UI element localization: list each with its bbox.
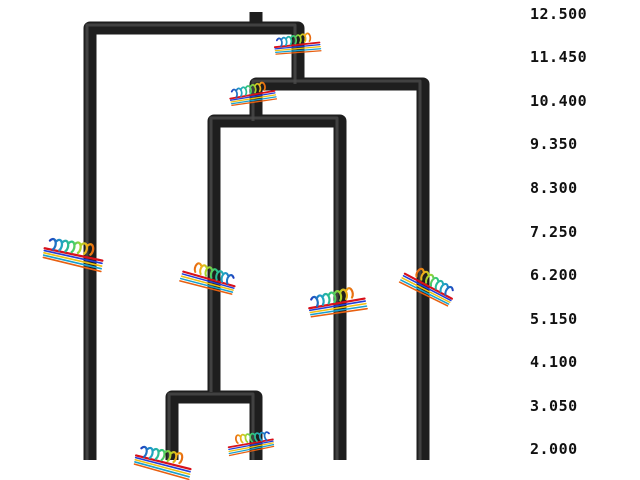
scale-tick-label: 9.350 [530, 135, 578, 153]
height-scale: 12.500 11.450 10.400 9.350 8.300 7.250 6… [530, 5, 587, 458]
fourth-clade-branch [165, 390, 263, 460]
beta-strand [401, 277, 451, 304]
scale-tick-label: 4.100 [530, 353, 578, 371]
leaf-structure-5-icon [398, 267, 454, 307]
internal-structure-b-icon [229, 81, 278, 107]
beta-strand [228, 442, 274, 453]
beta-strand [400, 279, 450, 305]
beta-strand [403, 272, 453, 300]
scale-tick-label: 5.150 [530, 310, 578, 328]
beta-strand [308, 300, 366, 312]
alpha-helix [140, 445, 184, 465]
beta-strand [274, 46, 321, 52]
beta-strand [275, 48, 322, 54]
beta-strand [42, 256, 102, 273]
leaf-structure-2-icon [133, 445, 192, 480]
alpha-helix [230, 81, 266, 98]
alpha-helix [235, 431, 270, 444]
beta-strand [179, 280, 233, 295]
beta-strand [229, 89, 276, 100]
beta-strand [229, 92, 276, 101]
beta-strand [398, 281, 449, 307]
leaf-structure-4-icon [308, 287, 368, 318]
beta-strand [134, 458, 191, 476]
scale-tick-label: 11.450 [530, 48, 587, 66]
beta-strand [180, 275, 234, 291]
scale-tick-label: 3.050 [530, 397, 578, 415]
leaf-structure-1-icon [42, 237, 104, 273]
beta-strand [134, 456, 191, 473]
beta-strand [134, 461, 190, 478]
scale-tick-label: 10.400 [530, 92, 587, 110]
beta-strand [231, 98, 278, 107]
alpha-helix [193, 262, 235, 285]
leaf-structure-6-icon [179, 262, 236, 295]
fourth-clade-highlight [167, 392, 255, 460]
beta-strand [230, 94, 277, 103]
beta-strand [228, 445, 275, 457]
beta-strand [227, 438, 274, 449]
beta-strand [274, 43, 321, 50]
beta-strand [43, 249, 103, 265]
scale-tick-label: 7.250 [530, 223, 578, 241]
beta-strand [228, 440, 274, 450]
scale-tick-label: 2.000 [530, 440, 578, 458]
beta-strand [310, 305, 368, 316]
scale-tick-label: 6.200 [530, 266, 578, 284]
top-clade-highlight [85, 23, 297, 460]
beta-strand [228, 444, 275, 455]
beta-strand [275, 50, 322, 55]
scale-tick-label: 8.300 [530, 179, 578, 197]
beta-strand [182, 270, 236, 288]
internal-structure-a-icon [273, 32, 322, 55]
alpha-helix [415, 267, 454, 296]
beta-strand [134, 454, 192, 471]
beta-strand [308, 297, 366, 310]
beta-strand [310, 307, 368, 318]
beta-strand [42, 254, 103, 270]
third-clade-highlight [209, 116, 339, 460]
leaf-structure-3-icon [227, 431, 275, 457]
scale-tick-label: 12.500 [530, 5, 587, 23]
alpha-helix [275, 32, 312, 47]
beta-strand [133, 463, 190, 480]
beta-strand [273, 41, 321, 49]
beta-strand [309, 302, 367, 314]
beta-strand [402, 275, 452, 302]
third-clade-branch [207, 114, 347, 460]
beta-strand [181, 273, 235, 289]
beta-strand [43, 252, 103, 267]
dendrogram-tree [83, 12, 430, 460]
alpha-helix [48, 237, 95, 256]
beta-strand [43, 247, 104, 262]
protein-structures [42, 32, 454, 480]
beta-strand [179, 277, 234, 293]
alpha-helix [310, 287, 354, 308]
beta-strand [230, 96, 277, 105]
